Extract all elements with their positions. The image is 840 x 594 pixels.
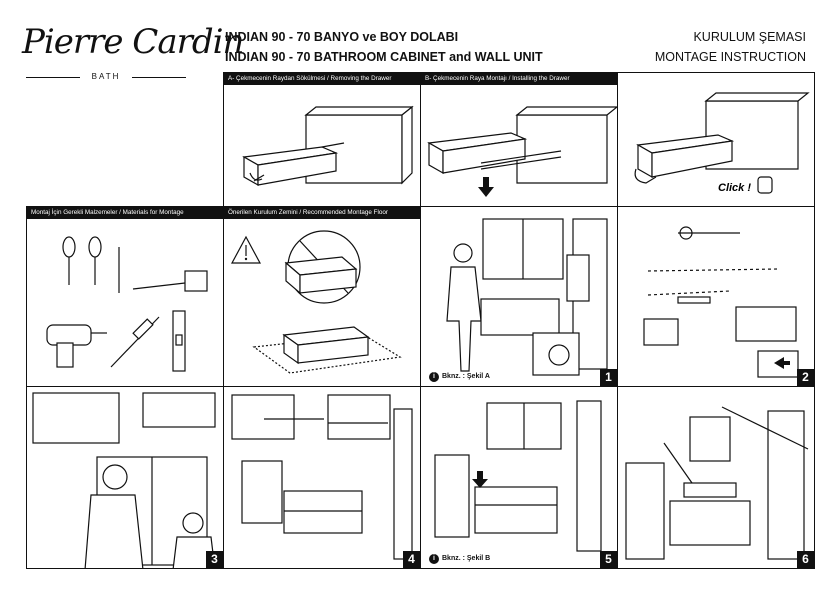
step-4-illustration <box>231 394 413 560</box>
arrow-down-icon <box>472 471 488 488</box>
screw-icon <box>678 226 740 240</box>
step-number-4: 4 <box>403 551 420 568</box>
panel-step-4: 4 <box>223 386 421 569</box>
step-number-6: 6 <box>797 551 814 568</box>
step-5-illustration <box>434 400 602 552</box>
panel-materials: Montaj İçin Gerekli Malzemeler / Materia… <box>26 206 224 387</box>
step-3-illustration <box>32 392 216 568</box>
install-drawer-illustration <box>427 106 617 197</box>
person-figure <box>446 243 482 372</box>
spirit-level-icon <box>172 310 186 372</box>
remove-drawer-illustration <box>242 105 414 187</box>
panel-step-6: 6 <box>617 386 815 569</box>
tape-measure-icon <box>132 270 208 292</box>
person-figure <box>172 512 216 568</box>
doc-title-en: MONTAGE INSTRUCTION <box>654 50 806 64</box>
brand-logo: Pierre Cardin BATH <box>22 22 244 88</box>
panel-click-drawer: Click ! <box>617 72 815 207</box>
info-icon: i <box>429 554 439 564</box>
info-icon: i <box>429 372 439 382</box>
section-b-title: B- Çekmecenin Raya Montajı / Installing … <box>421 73 617 85</box>
floor-illustration <box>230 230 402 374</box>
drill-icon <box>46 324 107 368</box>
section-a-title: A- Çekmecenin Raydan Sökülmesi / Removin… <box>224 73 420 85</box>
brand-sub: BATH <box>22 72 190 81</box>
panel-install-drawer: B- Çekmecenin Raya Montajı / Installing … <box>420 72 618 207</box>
arrow-down-icon <box>478 177 494 197</box>
note-step-1-text: Bknz. : Şekil A <box>442 373 490 380</box>
materials-illustration <box>46 236 208 372</box>
panel-step-2: 2 <box>617 206 815 387</box>
step-number-3: 3 <box>206 551 223 568</box>
step-number-5: 5 <box>600 551 617 568</box>
panel-floor: Önerilen Kurulum Zemini / Recommended Mo… <box>223 206 421 387</box>
title-tr: INDIAN 90 - 70 BANYO ve BOY DOLABI <box>225 30 459 44</box>
materials-title: Montaj İçin Gerekli Malzemeler / Materia… <box>27 207 223 219</box>
floor-title: Önerilen Kurulum Zemini / Recommended Mo… <box>224 207 420 219</box>
caulk-gun-icon <box>110 316 160 368</box>
person-figure <box>84 464 144 568</box>
doc-title-tr: KURULUM ŞEMASI <box>693 30 806 44</box>
warning-icon <box>230 235 262 264</box>
step-number-1: 1 <box>600 369 617 386</box>
note-step-5-text: Bknz. : Şekil B <box>442 555 491 562</box>
step-6-illustration <box>625 406 809 560</box>
panel-step-3: 3 <box>26 386 224 569</box>
step-number-2: 2 <box>797 369 814 386</box>
screwdriver-icon <box>62 236 76 285</box>
brand-name: Pierre Cardin <box>22 22 244 62</box>
step-1-illustration <box>446 218 608 376</box>
step-2-illustration <box>643 226 799 378</box>
title-en: INDIAN 90 - 70 BATHROOM CABINET and WALL… <box>225 50 543 64</box>
screwdriver-icon <box>88 236 102 285</box>
panel-remove-drawer: A- Çekmecenin Raydan Sökülmesi / Removin… <box>223 72 421 207</box>
click-label: Click ! <box>718 182 751 194</box>
click-drawer-illustration: Click ! <box>634 92 810 194</box>
